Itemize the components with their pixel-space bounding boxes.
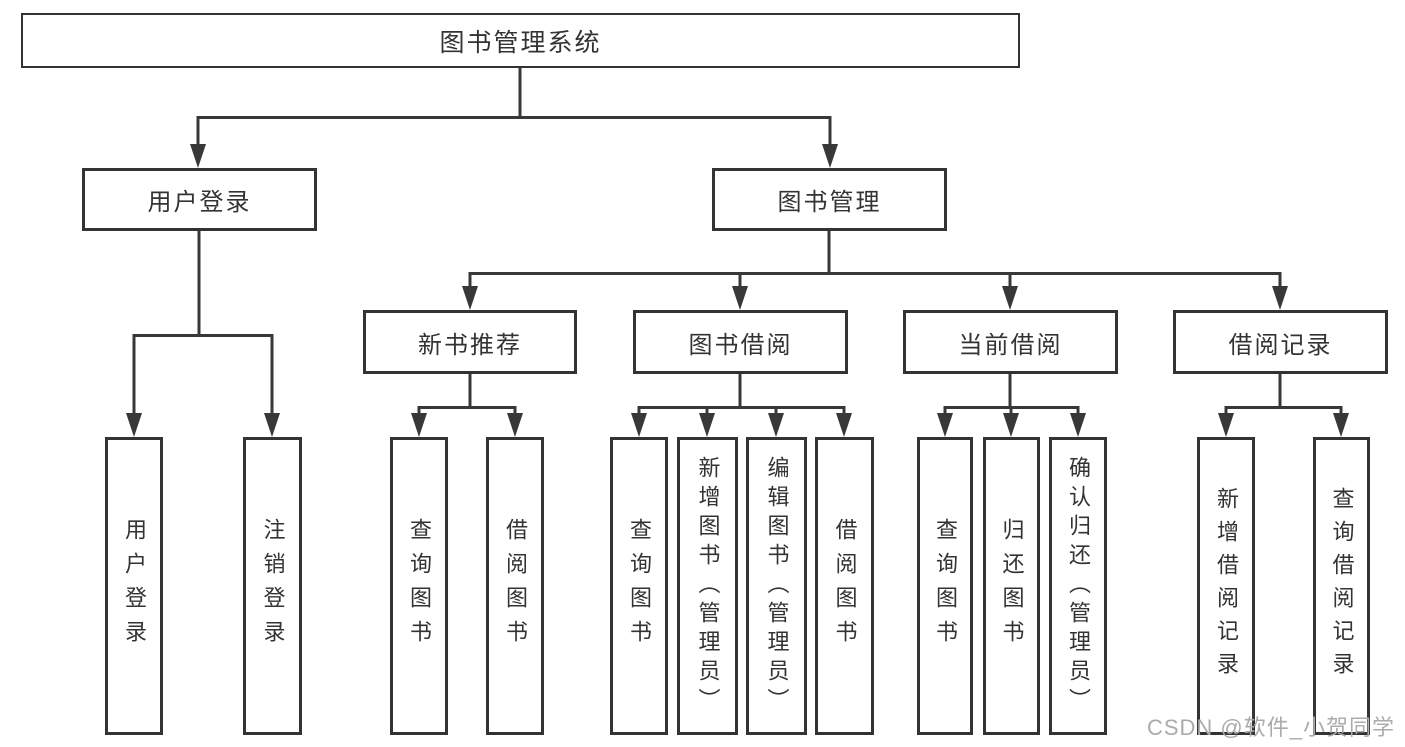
leaf-borrow-books-2-label: 借阅图书 [832, 518, 858, 654]
connector-borrow-records-to-leaves [1218, 374, 1349, 437]
leaf-borrow-books-1-label: 借阅图书 [503, 518, 528, 654]
leaf-return-book-label: 归还图书 [999, 518, 1025, 654]
leaf-borrow-books-1: 借阅图书 [486, 437, 544, 735]
node-borrow-records: 借阅记录 [1173, 310, 1388, 374]
connector-current-borrow-to-leaves [937, 374, 1086, 437]
leaf-query-books-2: 查询图书 [610, 437, 668, 735]
leaf-edit-book-admin-label: 编辑图书（管理员） [764, 455, 790, 717]
leaf-query-books-3-label: 查询图书 [933, 518, 958, 654]
leaf-add-book-admin: 新增图书（管理员） [677, 437, 738, 735]
leaf-query-books-3: 查询图书 [917, 437, 973, 735]
leaf-add-borrow-record: 新增借阅记录 [1197, 437, 1255, 735]
connector-new-book-recommend-to-leaves [411, 374, 523, 437]
node-current-borrow: 当前借阅 [903, 310, 1118, 374]
connector-book-management-to-level3 [462, 231, 1288, 310]
leaf-add-borrow-record-label: 新增借阅记录 [1214, 487, 1239, 685]
leaf-query-borrow-record: 查询借阅记录 [1313, 437, 1370, 735]
leaf-confirm-return-admin-label: 确认归还（管理员） [1066, 455, 1091, 717]
leaf-logout-label: 注销登录 [260, 518, 286, 654]
leaf-query-books-1-label: 查询图书 [407, 518, 432, 654]
leaf-add-book-admin-label: 新增图书（管理员） [695, 455, 721, 717]
connector-book-borrow-to-leaves [631, 374, 852, 437]
node-book-borrow: 图书借阅 [633, 310, 848, 374]
leaf-borrow-books-2: 借阅图书 [815, 437, 874, 735]
leaf-return-book: 归还图书 [983, 437, 1040, 735]
leaf-confirm-return-admin: 确认归还（管理员） [1049, 437, 1107, 735]
leaf-user-login: 用户登录 [105, 437, 163, 735]
watermark: CSDN @软件_小贺同学 [1146, 715, 1395, 740]
leaf-query-books-1: 查询图书 [390, 437, 448, 735]
node-new-book-recommend: 新书推荐 [363, 310, 577, 374]
leaf-query-borrow-record-label: 查询借阅记录 [1329, 487, 1355, 685]
node-user-login: 用户登录 [82, 168, 317, 231]
node-book-management: 图书管理 [712, 168, 947, 231]
node-library-management-system: 图书管理系统 [21, 13, 1020, 68]
leaf-edit-book-admin: 编辑图书（管理员） [746, 437, 807, 735]
connector-user-login-to-leaves [126, 231, 280, 437]
connector-root-to-level2 [190, 68, 838, 168]
leaf-query-books-2-label: 查询图书 [627, 518, 652, 654]
leaf-logout: 注销登录 [243, 437, 302, 735]
leaf-user-login-label: 用户登录 [122, 518, 147, 654]
